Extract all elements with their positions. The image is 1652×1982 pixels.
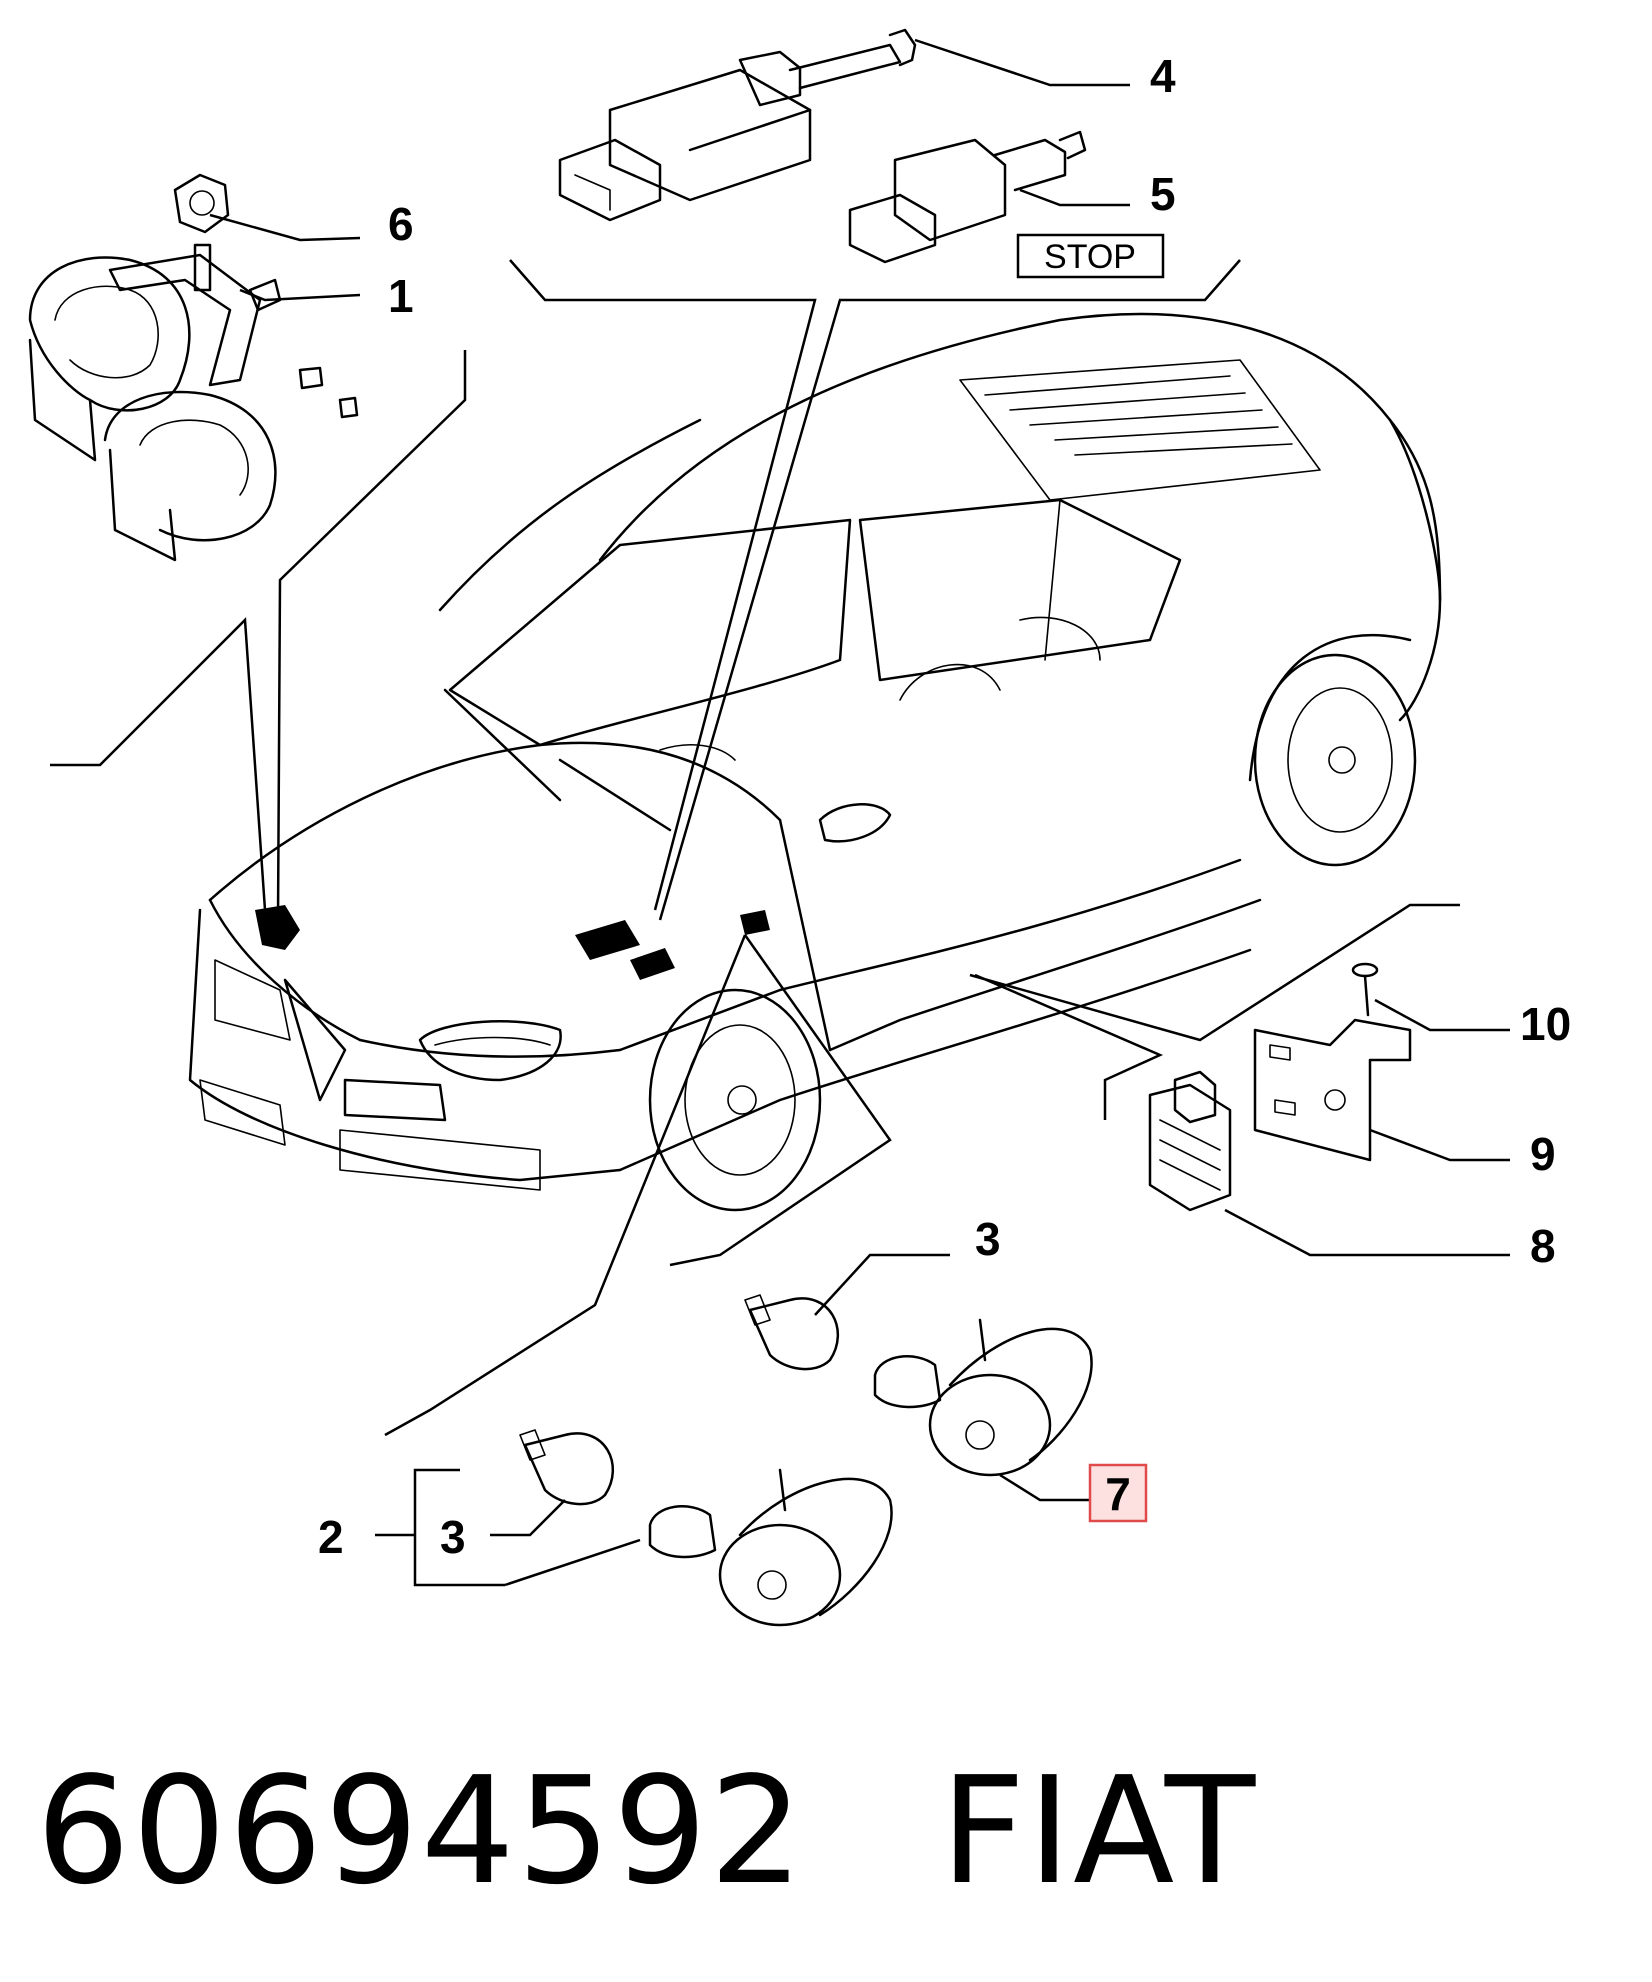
callout-8: 8 xyxy=(1530,1220,1556,1272)
part-number: 60694592 xyxy=(36,1745,806,1917)
callout-2: 2 xyxy=(318,1511,344,1563)
callout-3-upper: 3 xyxy=(975,1213,1001,1265)
bracket-part-illustration xyxy=(1253,1018,1412,1162)
callout-3-lower: 3 xyxy=(440,1511,466,1563)
bulb-lower-illustration xyxy=(519,1429,615,1506)
callout-4: 4 xyxy=(1150,50,1176,102)
callout-7: 7 xyxy=(1105,1468,1131,1520)
side-indicator-upper-illustration xyxy=(873,1318,1093,1477)
group-lines xyxy=(50,259,1460,1437)
callout-6: 6 xyxy=(388,198,414,250)
brake-switch-part-illustration xyxy=(558,28,917,222)
screw-part-illustration xyxy=(1351,962,1379,1017)
side-indicator-lower-illustration xyxy=(648,1468,893,1627)
footer-caption: 60694592 FIAT xyxy=(36,1745,1257,1945)
callout-1: 1 xyxy=(388,270,414,322)
nut-part-illustration xyxy=(173,173,230,234)
stop-switch-part-illustration xyxy=(848,130,1087,264)
callout-7-highlight: 7 xyxy=(1088,1463,1148,1523)
leader-lines xyxy=(209,38,1510,1587)
callout-5: 5 xyxy=(1150,168,1176,220)
stop-label-box: STOP xyxy=(1016,233,1165,279)
car-illustration xyxy=(188,312,1442,1212)
bulb-upper-illustration xyxy=(744,1294,840,1371)
callout-9: 9 xyxy=(1530,1128,1556,1180)
horn-part-illustration xyxy=(28,243,359,562)
control-unit-part-illustration xyxy=(1148,1070,1232,1212)
callout-10: 10 xyxy=(1520,998,1571,1050)
brand-name: FIAT xyxy=(940,1745,1258,1917)
stop-label: STOP xyxy=(1044,238,1136,276)
